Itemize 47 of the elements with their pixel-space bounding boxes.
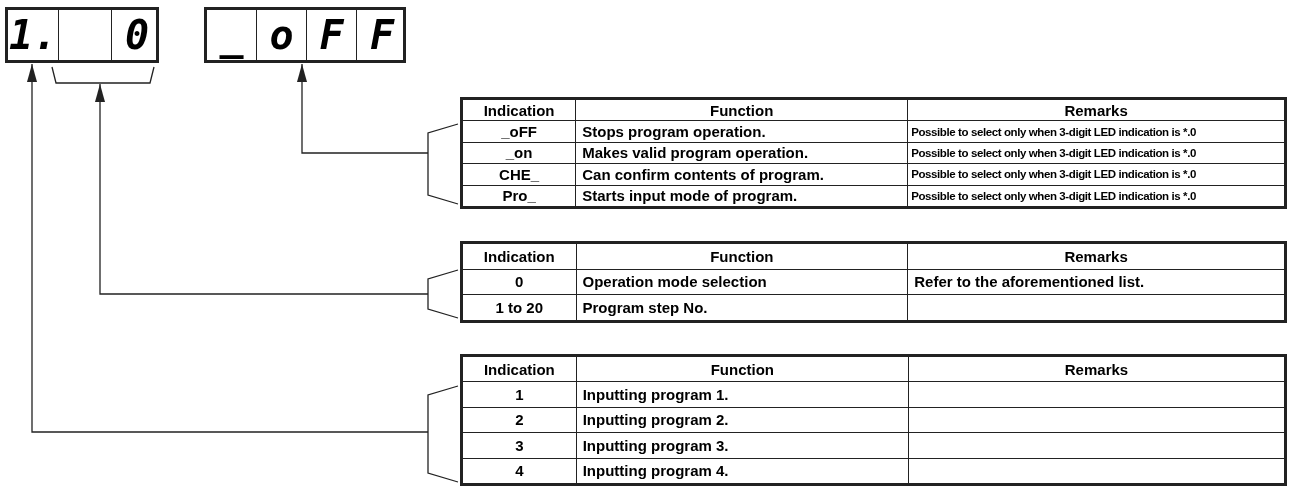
table	[460, 354, 1287, 486]
led-digit: 0	[112, 10, 162, 60]
table-cell: Inputting program 4.	[576, 458, 909, 484]
arrow	[297, 63, 429, 154]
table-cell: _oFF	[462, 120, 576, 143]
arrow	[27, 63, 429, 433]
table-cell: 4	[462, 458, 577, 484]
table-cell: CHE_	[462, 163, 576, 186]
table-cell: Program step No.	[576, 294, 908, 321]
table-cell: Inputting program 2.	[576, 407, 909, 433]
header-cell: Function	[575, 99, 908, 121]
table-cell: 1 to 20	[462, 294, 576, 321]
header-cell: Indication	[462, 99, 576, 121]
table-cell: Can confirm contents of program.	[575, 163, 908, 186]
header-cell: Indication	[462, 243, 576, 270]
led-digit: _	[207, 10, 257, 60]
bracket	[51, 66, 155, 84]
table-cell: Inputting program 1.	[576, 381, 909, 408]
arrow	[95, 83, 429, 295]
table-cell: Possible to select only when 3-digit LED indication is *.0	[907, 120, 1285, 143]
table-cell: Makes valid program operation.	[575, 142, 908, 164]
table-cell: 0	[462, 269, 576, 295]
table-cell: Possible to select only when 3-digit LED indication is *.0	[907, 185, 1285, 207]
table-cell: 3	[462, 432, 577, 459]
header-cell: Indication	[462, 356, 577, 382]
led-digit: o	[257, 10, 307, 60]
table-cell: Possible to select only when 3-digit LED indication is *.0	[907, 163, 1285, 186]
table-cell: 2	[462, 407, 577, 433]
header-cell: Remarks	[907, 99, 1285, 121]
led-digit: 1.	[8, 10, 59, 60]
header-cell: Function	[576, 356, 909, 382]
header-cell: Remarks	[908, 356, 1285, 382]
table-cell: Possible to select only when 3-digit LED indication is *.0	[907, 142, 1285, 164]
table-cell: Stops program operation.	[575, 120, 908, 143]
table-cell: Inputting program 3.	[576, 432, 909, 459]
header-cell: Remarks	[907, 243, 1285, 270]
table-cell: 1	[462, 381, 577, 408]
table-cell: Operation mode selection	[576, 269, 908, 295]
table	[460, 97, 1287, 209]
header-cell: Function	[576, 243, 908, 270]
table-cell: Starts input mode of program.	[575, 185, 908, 207]
table-cell: Refer to the aforementioned list.	[907, 269, 1285, 295]
table-cell: _on	[462, 142, 576, 164]
table-cell: Pro_	[462, 185, 576, 207]
led-digit: F	[307, 10, 357, 60]
table	[460, 241, 1287, 323]
led-digit: F	[357, 10, 407, 60]
